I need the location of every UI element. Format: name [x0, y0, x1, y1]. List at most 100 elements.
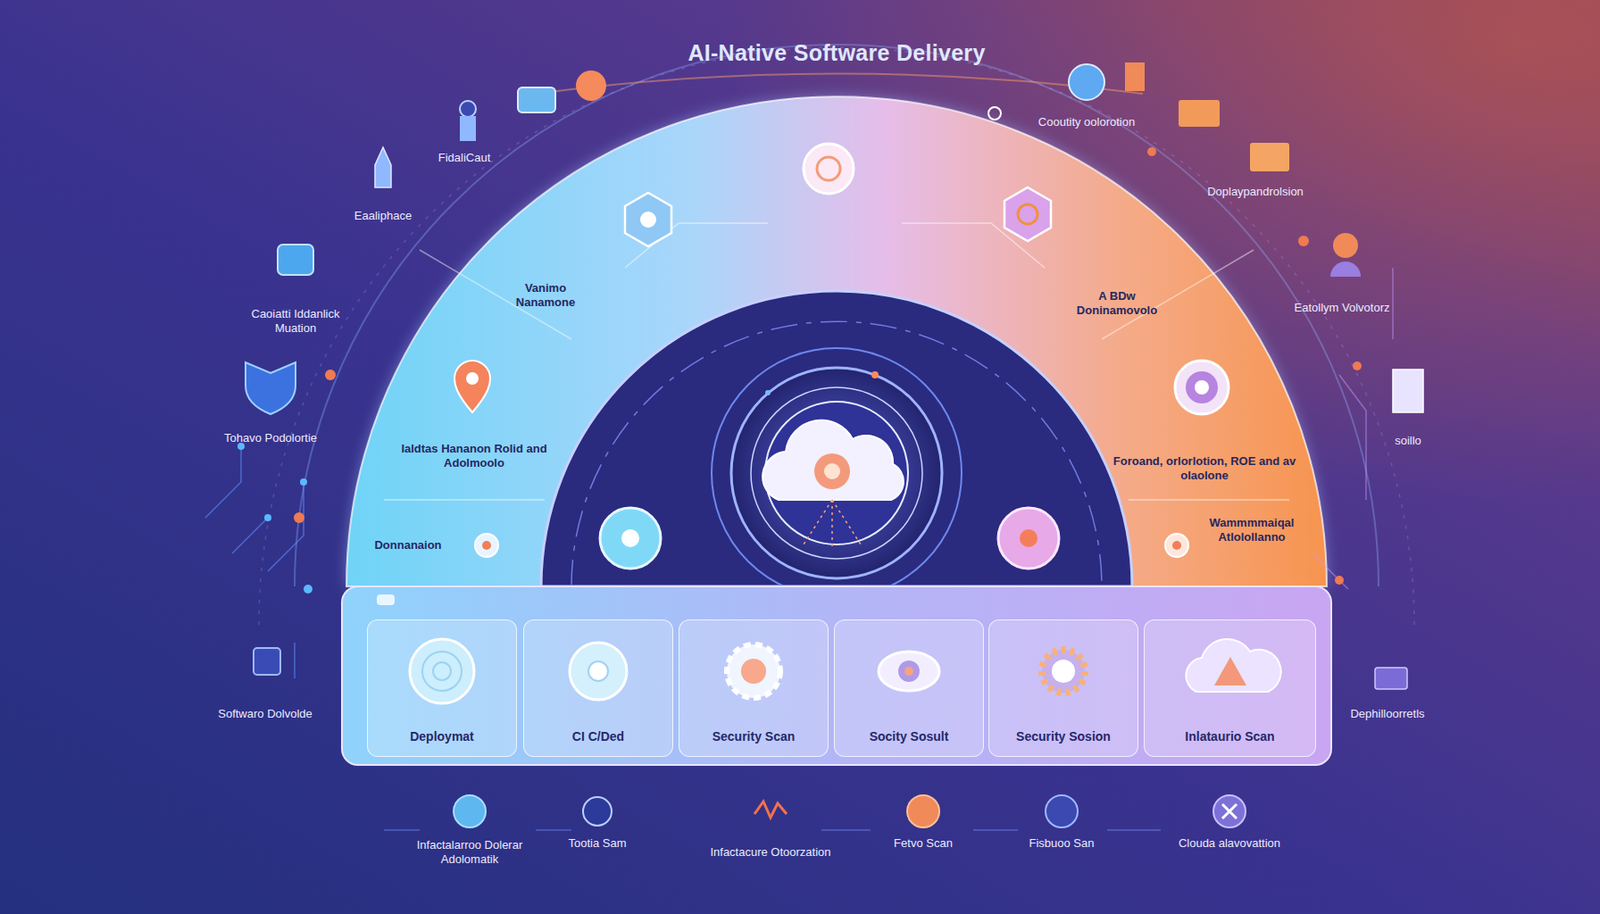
art-polygon	[625, 192, 672, 247]
diagram-label: Eaaliphace	[333, 208, 433, 224]
diagram-label: Donnanaion	[354, 538, 462, 553]
box-label: Socity Sosult	[869, 729, 950, 744]
art-rect	[459, 116, 476, 142]
box-label: CI C/Ded	[572, 729, 625, 744]
diagram-label: soillo	[1372, 433, 1444, 449]
art-circle	[1165, 533, 1189, 558]
box-label: Inlataurio Scan	[1184, 729, 1275, 744]
art-path	[383, 829, 1161, 832]
art-circle	[640, 211, 657, 228]
box-label: Deploymat	[409, 729, 475, 744]
art-path	[1312, 267, 1393, 590]
art-circle	[264, 514, 272, 522]
art-path	[383, 499, 545, 501]
art-path	[535, 74, 1143, 95]
art-path	[454, 360, 491, 413]
diagram-label: Foroand, orlorlotion, ROE and av olaolon…	[1110, 454, 1299, 483]
art-circle	[1017, 204, 1038, 225]
art-circle	[711, 348, 962, 599]
art-circle	[621, 529, 640, 548]
box-label: Security Sosion	[1016, 729, 1111, 744]
art-rect	[277, 244, 314, 275]
art-circle	[1298, 235, 1309, 247]
diagram-label: Softwaro Dolvolde	[193, 707, 337, 722]
process-box: Inlataurio Scan	[1143, 619, 1317, 758]
process-box: CI C/Ded	[523, 619, 674, 758]
diagram-label: Eatollym Volvotorz	[1292, 300, 1392, 316]
art-path	[375, 147, 392, 188]
art-circle	[1213, 795, 1246, 828]
art-circle	[907, 795, 940, 828]
diagram-label: Infactacure Otoorzation	[703, 845, 838, 860]
diagram-label: Fisbuoo San	[1008, 836, 1116, 851]
art-circle	[731, 367, 942, 579]
art-circle	[325, 369, 336, 381]
art-circle	[824, 463, 841, 480]
diagram-label: Doplaypandrolsion	[1179, 184, 1332, 200]
art-polygon	[1004, 187, 1051, 242]
art-circle	[1068, 64, 1105, 100]
art-circle	[475, 533, 499, 558]
process-box: Security Scan	[678, 619, 829, 758]
diagram-label: Wammmmaiqal Atlolollanno	[1193, 516, 1310, 544]
diagram-label: Dephilloorretls	[1316, 707, 1459, 722]
art-circle	[1147, 147, 1157, 157]
art-circle	[1172, 541, 1182, 550]
art-rect	[1178, 100, 1220, 127]
art-circle	[816, 157, 841, 181]
art-circle	[1045, 795, 1078, 828]
art-circle	[1334, 575, 1344, 585]
art-rect	[517, 87, 556, 113]
art-rect	[1392, 369, 1424, 413]
art-path	[1330, 261, 1361, 277]
art-rect	[1250, 142, 1290, 172]
diagram-label: Caoiatti Iddanlick Muation	[246, 307, 345, 335]
art-circle	[459, 100, 476, 117]
art-circle	[583, 797, 612, 826]
art-circle	[765, 390, 771, 396]
art-circle	[303, 584, 313, 594]
diagram-label: Tohavo Podolortie	[194, 431, 347, 446]
art-rect	[341, 586, 1332, 766]
art-path	[245, 362, 296, 415]
diagram-label: Vanimo Nanamone	[496, 281, 595, 309]
art-path	[1222, 804, 1237, 819]
art-path	[803, 500, 861, 550]
art-circle	[293, 512, 305, 524]
diagram-label: Fetvo Scan	[869, 836, 977, 851]
art-path	[205, 446, 304, 679]
diagram-label: Ialdtas Hananon Rolid and Adolmoolo	[380, 441, 568, 470]
diagram-label: Infactalarroo Dolerar Adolomatik	[393, 838, 546, 867]
art-circle	[1194, 380, 1209, 395]
art-rect	[376, 594, 395, 606]
art-path	[346, 96, 1327, 587]
process-box: Socity Sosult	[833, 619, 984, 758]
art-path	[754, 801, 787, 818]
art-circle	[998, 508, 1059, 569]
art-path	[762, 420, 904, 500]
art-path	[1128, 499, 1290, 501]
art-path	[541, 291, 1133, 587]
art-circle	[453, 795, 486, 828]
art-circle	[466, 372, 479, 385]
art-circle	[1333, 233, 1359, 259]
process-box: Security Sosion	[988, 619, 1139, 758]
diagram-label: FidaliCaut	[410, 150, 518, 166]
art-rect	[253, 648, 281, 675]
art-circle	[750, 387, 923, 559]
art-path	[571, 321, 1102, 587]
art-rect	[1125, 62, 1145, 92]
art-rect	[1375, 667, 1408, 690]
art-circle	[871, 371, 879, 379]
process-box: Deploymat	[366, 619, 517, 758]
art-circle	[1352, 361, 1362, 371]
art-path	[258, 47, 1415, 625]
art-path	[294, 44, 1379, 587]
diagram-label: A BDw Doninamovolo	[1063, 289, 1171, 317]
art-circle	[803, 143, 854, 194]
diagram-label: Clouda alavovattion	[1144, 836, 1315, 851]
